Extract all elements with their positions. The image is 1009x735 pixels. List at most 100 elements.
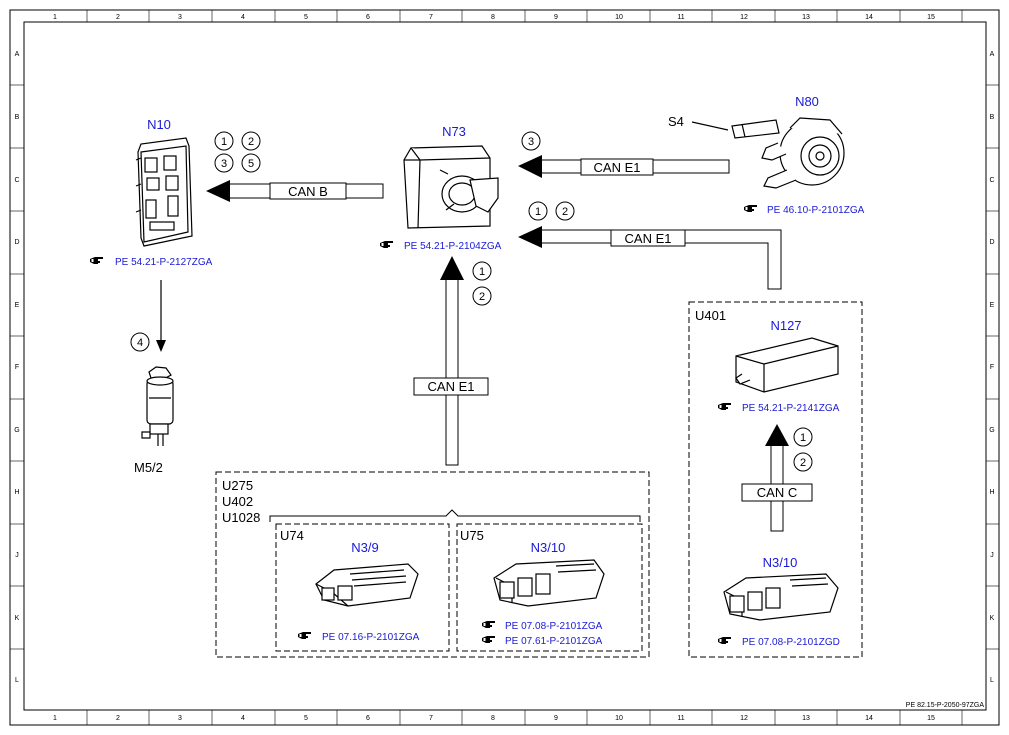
- row-label: C: [989, 177, 994, 184]
- m52-pump-illustration: [141, 366, 174, 446]
- row-label: F: [990, 364, 994, 371]
- grid-row-labels-right: A B C D E F G H J K L: [989, 51, 994, 684]
- n80-reference[interactable]: PE 46.10-P-2101ZGA: [767, 205, 865, 216]
- row-label: B: [15, 114, 20, 121]
- n310-left-reference-2[interactable]: PE 07.61-P-2101ZGA: [505, 636, 603, 647]
- row-label: D: [989, 239, 994, 246]
- col-label: 5: [304, 715, 308, 722]
- u401-group: U401 N127 PE 54.21-P-2141ZGA CAN C 1 2 N…: [688, 301, 863, 658]
- row-label: H: [14, 489, 19, 496]
- grid-ticks: [10, 10, 999, 725]
- signal-number: 3: [221, 158, 227, 170]
- n80-module: N80 S4 PE 46.10-P-2101ZGA: [668, 94, 865, 216]
- n10-reference[interactable]: PE 54.21-P-2127ZGA: [115, 257, 213, 268]
- col-label: 10: [615, 14, 623, 21]
- col-label: 14: [865, 715, 873, 722]
- n10-module-illustration: [135, 137, 193, 247]
- u275-label: U275: [222, 478, 253, 493]
- n73-reference[interactable]: PE 54.21-P-2104ZGA: [404, 241, 502, 252]
- row-label: K: [990, 615, 995, 622]
- row-label: A: [990, 51, 995, 58]
- row-label: G: [14, 427, 19, 434]
- n73-module: N73 PE 54.21-P-2104ZGA: [380, 124, 502, 252]
- u75-label: U75: [460, 528, 484, 543]
- can-e1-mid-label: CAN E1: [625, 231, 672, 246]
- n127-reference[interactable]: PE 54.21-P-2141ZGA: [742, 403, 840, 414]
- u402-label: U402: [222, 494, 253, 509]
- row-label: L: [990, 677, 994, 684]
- n10-label: N10: [147, 117, 171, 132]
- row-label: A: [15, 51, 20, 58]
- m52-label: M5/2: [134, 460, 163, 475]
- can-e1-top-label: CAN E1: [594, 160, 641, 175]
- u74-label: U74: [280, 528, 304, 543]
- n39-ecu-illustration: [315, 563, 419, 607]
- u401-label: U401: [695, 308, 726, 323]
- n310-right-reference[interactable]: PE 07.08-P-2101ZGD: [742, 637, 840, 648]
- row-label: K: [15, 615, 20, 622]
- n39-label: N3/9: [351, 540, 378, 555]
- row-label: B: [990, 114, 995, 121]
- col-label: 9: [554, 715, 558, 722]
- signal-number: 4: [137, 337, 143, 349]
- can-e1-vertical-label: CAN E1: [428, 379, 475, 394]
- n80-label: N80: [795, 94, 819, 109]
- can-b-label: CAN B: [288, 184, 328, 199]
- signal-number: 1: [479, 266, 485, 278]
- n10-module: N10 PE 54.21-P-2127ZGA: [90, 117, 213, 268]
- col-label: 3: [178, 14, 182, 21]
- n10-signals: 1 2 3 5: [214, 131, 261, 173]
- col-label: 1: [53, 14, 57, 21]
- signal-number: 2: [248, 136, 254, 148]
- row-label: D: [14, 239, 19, 246]
- col-label: 1: [53, 715, 57, 722]
- can-c-label: CAN C: [757, 485, 797, 500]
- col-label: 12: [740, 715, 748, 722]
- grid-column-labels-top: 1 2 3 4 5 6 7 8 9 10 11 12 13 14 15: [53, 14, 935, 21]
- col-label: 7: [429, 715, 433, 722]
- signal-number: 1: [535, 206, 541, 218]
- n310-right-ecu-illustration: [723, 573, 839, 621]
- col-label: 6: [366, 715, 370, 722]
- col-label: 11: [677, 715, 684, 722]
- signal-number: 2: [562, 206, 568, 218]
- col-label: 4: [241, 715, 245, 722]
- row-label: L: [15, 677, 19, 684]
- row-label: J: [990, 552, 994, 559]
- col-label: 2: [116, 14, 120, 21]
- col-label: 4: [241, 14, 245, 21]
- col-label: 5: [304, 14, 308, 21]
- row-label: E: [990, 302, 995, 309]
- n310-right-label: N3/10: [763, 555, 798, 570]
- signal-number: 5: [248, 158, 254, 170]
- document-reference: PE 82.15-P-2050-97ZGA: [906, 702, 985, 709]
- can-b-connection: CAN B: [206, 180, 384, 202]
- row-label: J: [15, 552, 19, 559]
- row-label: C: [14, 177, 19, 184]
- engine-control-group: U275 U402 U1028 U74 N3/9 PE 07.16-P-2101…: [215, 471, 650, 658]
- s4-label: S4: [668, 114, 684, 129]
- col-label: 7: [429, 14, 433, 21]
- col-label: 11: [677, 14, 684, 21]
- col-label: 2: [116, 715, 120, 722]
- col-label: 13: [802, 14, 810, 21]
- n310-left-ecu-illustration: [493, 559, 605, 607]
- col-label: 15: [927, 14, 935, 21]
- col-label: 12: [740, 14, 748, 21]
- row-label: F: [15, 364, 19, 371]
- signal-number: 2: [479, 291, 485, 303]
- n127-module-illustration: [735, 337, 839, 393]
- can-e1-n80-connection: CAN E1 3: [518, 131, 730, 178]
- n39-reference[interactable]: PE 07.16-P-2101ZGA: [322, 632, 420, 643]
- n310-left-reference-1[interactable]: PE 07.08-P-2101ZGA: [505, 621, 603, 632]
- signal-number: 3: [528, 136, 534, 148]
- m52-pump: M5/2: [134, 366, 174, 475]
- col-label: 10: [615, 715, 623, 722]
- row-label: E: [15, 302, 20, 309]
- row-label: H: [989, 489, 994, 496]
- grid-column-labels-bottom: 1 2 3 4 5 6 7 8 9 10 11 12 13 14 15: [53, 715, 935, 722]
- col-label: 13: [802, 715, 810, 722]
- can-e1-u401-connection: CAN E1 1 2: [518, 201, 782, 290]
- signal-number: 1: [800, 432, 806, 444]
